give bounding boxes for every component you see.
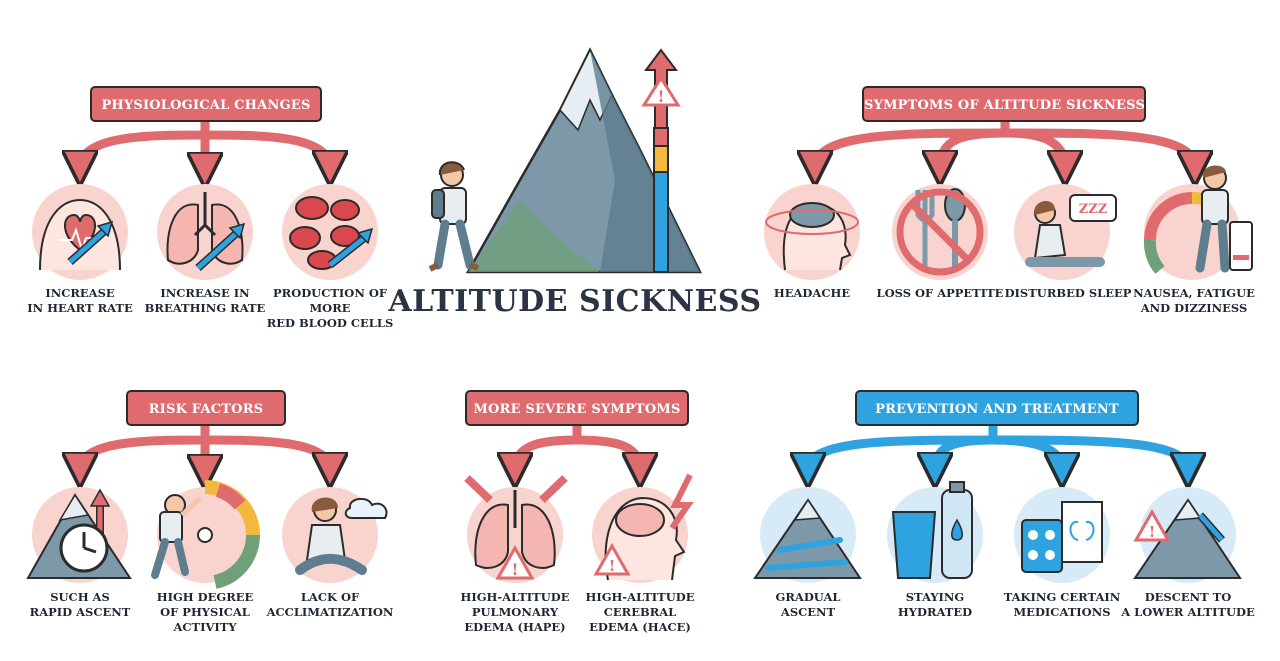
- svg-text:!: !: [657, 87, 664, 106]
- gradual-ascent-icon: [753, 487, 862, 583]
- risk-factors-header: RISK FACTORS: [126, 390, 286, 426]
- item-label-rapid-ascent: SUCH AS RAPID ASCENT: [29, 590, 131, 619]
- item-label-red-blood-cells: PRODUCTION OF MORE RED BLOOD CELLS: [266, 286, 394, 330]
- item-label-nausea: NAUSEA, FATIGUE AND DIZZINESS: [1133, 286, 1255, 315]
- no-cutlery-icon: [892, 184, 988, 280]
- svg-text:!: !: [511, 560, 518, 579]
- blood-cells-icon: [282, 184, 378, 280]
- item-label-acclimatization: LACK OF ACCLIMATIZATION: [266, 590, 394, 619]
- item-label-disturbed-sleep: DISTURBED SLEEP: [1004, 286, 1132, 300]
- svg-text:ZZZ: ZZZ: [1079, 202, 1108, 217]
- lungs-icon: [157, 184, 253, 280]
- item-label-loss-of-appetite: LOSS OF APPETITE: [876, 286, 1004, 300]
- svg-text:!: !: [1149, 523, 1156, 541]
- item-label-staying-hydrated: STAYING HYDRATED: [897, 590, 973, 619]
- item-label-gradual-ascent: GRADUAL ASCENT: [775, 590, 841, 619]
- mountain-hiker-icon: !: [428, 47, 703, 274]
- svg-text:!: !: [609, 557, 616, 575]
- item-label-medications: TAKING CERTAIN MEDICATIONS: [1003, 590, 1121, 619]
- physiological-header: PHYSIOLOGICAL CHANGES: [90, 86, 322, 122]
- prevention-arrows: [808, 420, 1188, 470]
- item-label-hace: HIGH-ALTITUDE CEREBRAL EDEMA (HACE): [585, 590, 695, 634]
- prevention-header: PREVENTION AND TREATMENT: [855, 390, 1139, 426]
- lungs-warning-icon: !: [464, 475, 568, 583]
- heart-rate-icon: [32, 184, 128, 280]
- physiological-arrows: [80, 116, 330, 170]
- fatigue-icon: [1143, 165, 1253, 280]
- pills-icon: [1014, 487, 1110, 583]
- brain-warning-icon: !: [592, 473, 694, 583]
- headache-icon: [764, 184, 860, 280]
- item-label-descent: DESCENT TO A LOWER ALTITUDE: [1121, 590, 1255, 619]
- severe-arrows: [515, 420, 640, 470]
- sitting-person-icon: [282, 487, 388, 583]
- item-label-hape: HIGH-ALTITUDE PULMONARY EDEMA (HAPE): [460, 590, 570, 634]
- severe-symptoms-header: MORE SEVERE SYMPTOMS: [465, 390, 689, 426]
- item-label-physical-activity: HIGH DEGREE OF PHYSICAL ACTIVITY: [156, 590, 254, 634]
- item-label-headache: HEADACHE: [773, 286, 851, 300]
- descent-icon: !: [1133, 487, 1242, 583]
- page-title: ALTITUDE SICKNESS: [388, 284, 762, 319]
- symptoms-arrows: [815, 116, 1195, 168]
- symptoms-header: SYMPTOMS OF ALTITUDE SICKNESS: [862, 86, 1146, 122]
- item-label-breathing-rate: INCREASE IN BREATHING RATE: [144, 286, 266, 315]
- risk-arrows: [80, 420, 330, 472]
- item-label-heart-rate: INCREASE IN HEART RATE: [27, 286, 133, 315]
- water-icon: [887, 481, 983, 583]
- climber-icon: [151, 480, 261, 589]
- sleep-icon: ZZZ: [1014, 184, 1117, 280]
- clock-mountain-icon: [26, 487, 132, 583]
